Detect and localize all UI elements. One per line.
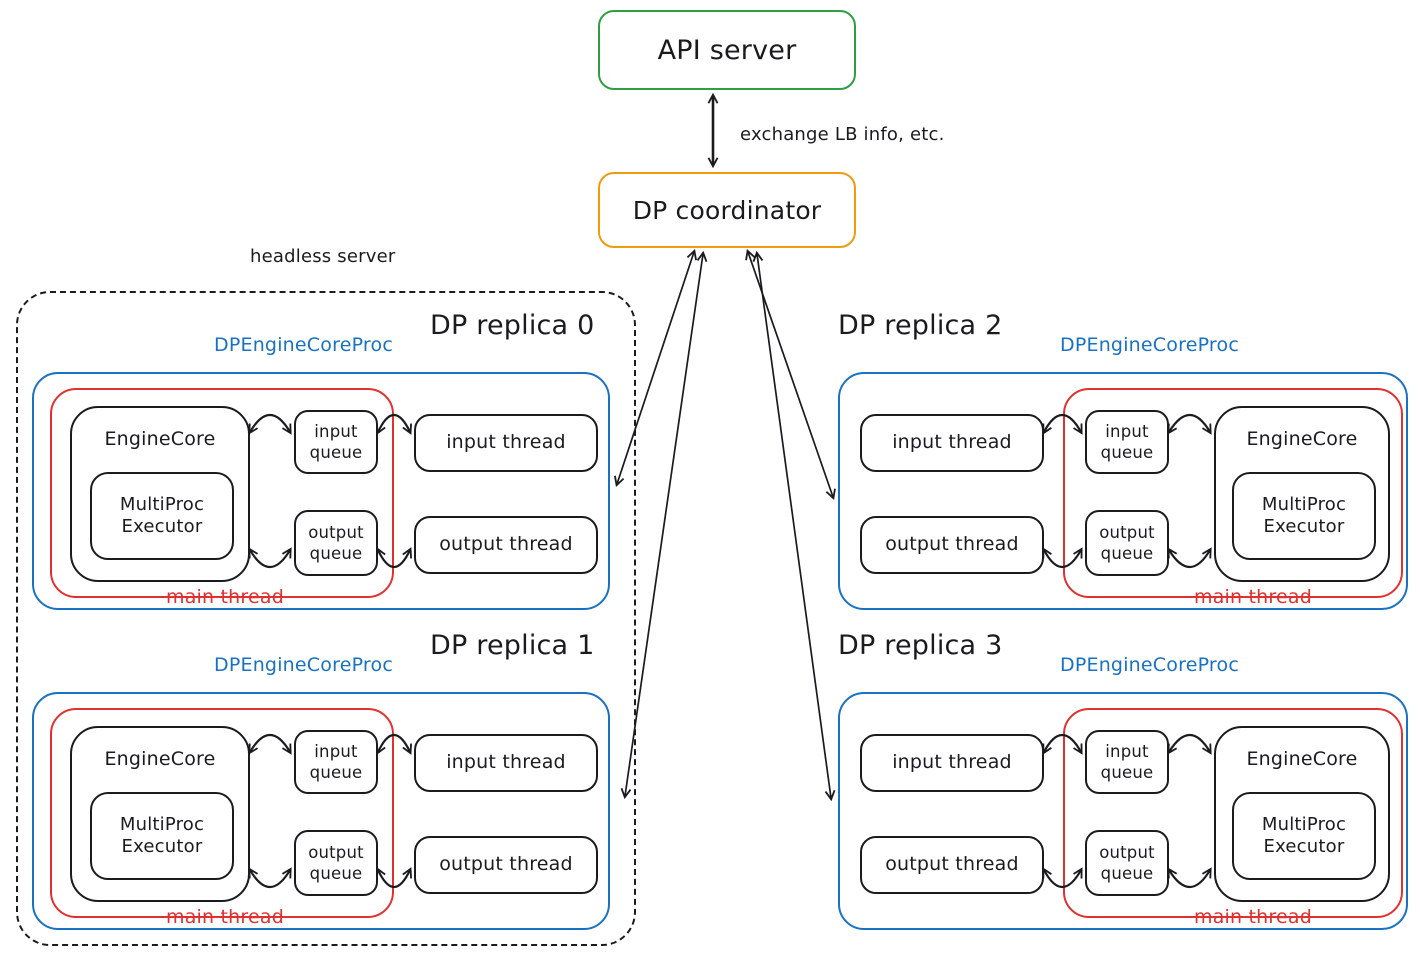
api-server-box: API server [598,10,856,90]
dp-replica-3: DP replica 3 DPEngineCoreProc input thre… [838,630,1408,930]
output-queue-box: output queue [294,510,378,576]
engine-core-label: EngineCore [104,428,216,450]
engine-core-label: EngineCore [1246,428,1358,450]
coordinator-replica1-arrow [620,250,708,800]
input-thread-box: input thread [414,734,598,792]
headless-server-label: headless server [250,246,396,267]
dpenginecoreproc-label: DPEngineCoreProc [1060,334,1239,356]
dpenginecoreproc-label: DPEngineCoreProc [1060,654,1239,676]
engine-core-label: EngineCore [104,748,216,770]
main-thread-box [50,388,394,598]
input-queue-box: input queue [294,730,378,794]
output-queue-box: output queue [294,830,378,896]
output-queue-box: output queue [1085,510,1169,576]
multiproc-executor-box: MultiProc Executor [90,472,234,560]
dp-coordinator-label: DP coordinator [632,195,822,225]
output-thread-box: output thread [860,836,1044,894]
replica-title: DP replica 3 [838,630,1003,661]
output-thread-box: output thread [414,516,598,574]
dp-replica-0: DP replica 0 DPEngineCoreProc EngineCore… [32,310,610,610]
coordinator-replica3-arrow [752,250,836,802]
input-thread-box: input thread [860,734,1044,792]
input-queue-box: input queue [294,410,378,474]
exchange-lb-label: exchange LB info, etc. [740,124,945,145]
output-thread-box: output thread [414,836,598,894]
dpenginecoreproc-label: DPEngineCoreProc [214,334,393,356]
main-thread-label: main thread [1194,586,1312,608]
engine-core-label: EngineCore [1246,748,1358,770]
dp-coordinator-box: DP coordinator [598,172,856,248]
main-thread-label: main thread [166,906,284,928]
output-thread-box: output thread [860,516,1044,574]
main-thread-box [1063,388,1403,598]
main-thread-box [1063,708,1403,918]
multiproc-executor-box: MultiProc Executor [1232,472,1376,560]
replica-title: DP replica 0 [430,310,595,341]
input-queue-box: input queue [1085,730,1169,794]
input-queue-box: input queue [1085,410,1169,474]
main-thread-label: main thread [1194,906,1312,928]
replica-title: DP replica 1 [430,630,595,661]
coordinator-replica2-arrow [745,248,836,501]
main-thread-box [50,708,394,918]
replica-title: DP replica 2 [838,310,1003,341]
multiproc-executor-box: MultiProc Executor [90,792,234,880]
dp-replica-1: DP replica 1 DPEngineCoreProc EngineCore… [32,630,610,930]
input-thread-box: input thread [860,414,1044,472]
main-thread-label: main thread [166,586,284,608]
multiproc-executor-box: MultiProc Executor [1232,792,1376,880]
input-thread-box: input thread [414,414,598,472]
api-server-label: API server [657,34,797,66]
output-queue-box: output queue [1085,830,1169,896]
dpenginecoreproc-label: DPEngineCoreProc [214,654,393,676]
dp-replica-2: DP replica 2 DPEngineCoreProc input thre… [838,310,1408,610]
